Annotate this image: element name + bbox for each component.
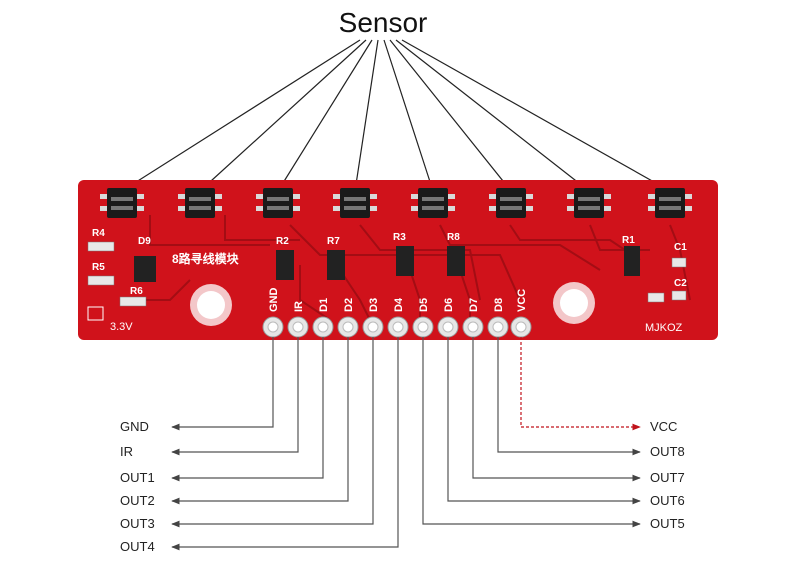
- ic-chip-2: [327, 250, 345, 280]
- pin-labels: GND IR D1 D2 D3 D4 D5 D6 D7 D8 VCC: [268, 288, 528, 313]
- output-wires: [171, 337, 641, 551]
- silk-label-r8: R8: [447, 232, 460, 243]
- ic-chip-1: [276, 250, 294, 280]
- output-label-out3: OUT3: [120, 516, 155, 531]
- ir-sensor: [100, 188, 144, 218]
- silk-label-d9: D9: [138, 236, 151, 247]
- wire-out5: [422, 337, 641, 528]
- pin-label-vcc: VCC: [516, 289, 528, 312]
- ir-sensor: [333, 188, 377, 218]
- silk-label-r3: R3: [393, 232, 406, 243]
- sensor-pointer-line: [383, 39, 434, 192]
- wire-out2: [171, 337, 349, 505]
- sensor-pointer-line: [389, 39, 512, 192]
- silk-label-r4: R4: [92, 228, 105, 239]
- pin-label-d5: D5: [418, 298, 430, 312]
- silk-label-c2: C2: [674, 278, 687, 289]
- ic-chip-5: [624, 246, 640, 276]
- brand-label: MJKOZ: [645, 322, 683, 334]
- wire-out8: [497, 337, 641, 456]
- silk-label-r1: R1: [622, 235, 635, 246]
- silk-label-r6: R6: [130, 286, 143, 297]
- ir-sensor: [648, 188, 692, 218]
- sensor-pointer-line: [121, 39, 361, 192]
- smd-parts: [87, 241, 687, 307]
- ir-sensor: [256, 188, 300, 218]
- transistor-d9: [134, 256, 156, 282]
- output-label-ir: IR: [120, 444, 133, 459]
- wire-out6: [447, 337, 641, 505]
- output-label-out1: OUT1: [120, 470, 155, 485]
- ir-sensor: [489, 188, 533, 218]
- silk-label-c1: C1: [674, 242, 687, 253]
- module-label: 8路寻线模块: [172, 251, 240, 266]
- pin-label-d6: D6: [443, 298, 455, 312]
- output-label-out8: OUT8: [650, 444, 685, 459]
- sensor-pointer-line: [199, 39, 367, 192]
- silk-label-r5: R5: [92, 262, 105, 273]
- voltage-label: 3.3V: [110, 321, 133, 333]
- wire-ir: [171, 337, 299, 456]
- pin-label-d4: D4: [393, 297, 405, 312]
- pin-label-gnd: GND: [268, 288, 280, 313]
- wire-gnd: [171, 337, 274, 431]
- wire-out3: [171, 337, 374, 528]
- pin-label-d3: D3: [368, 298, 380, 312]
- silk-label-r2: R2: [276, 236, 289, 247]
- output-label-out2: OUT2: [120, 493, 155, 508]
- voltage-marker-box: [87, 306, 104, 321]
- ir-sensor: [178, 188, 222, 218]
- ic-chip-4: [447, 246, 465, 276]
- pin-label-d1: D1: [318, 298, 330, 312]
- ic-chip-3: [396, 246, 414, 276]
- sensor-pointer-line: [354, 39, 379, 192]
- output-label-out5: OUT5: [650, 516, 685, 531]
- pin-label-d8: D8: [493, 298, 505, 312]
- ir-sensor: [411, 188, 455, 218]
- sensor-title: Sensor: [339, 7, 428, 38]
- pin-label-d2: D2: [343, 298, 355, 312]
- pin-header: [262, 316, 532, 338]
- mounting-hole-right: [553, 282, 595, 324]
- sensor-array: [100, 188, 692, 218]
- wire-out1: [171, 337, 324, 482]
- wire-out4: [171, 337, 399, 551]
- output-label-out6: OUT6: [650, 493, 685, 508]
- output-label-vcc: VCC: [650, 419, 677, 434]
- output-label-out4: OUT4: [120, 539, 155, 554]
- sensor-pointer-line: [395, 39, 590, 192]
- sensor-pointer-line: [401, 39, 671, 192]
- output-label-out7: OUT7: [650, 470, 685, 485]
- pin-label-d7: D7: [468, 298, 480, 312]
- wire-vcc: [520, 337, 641, 431]
- silk-label-r7: R7: [327, 236, 340, 247]
- sensor-pointer-line: [277, 39, 373, 192]
- pin-label-ir: IR: [293, 301, 305, 312]
- sensor-pointer-lines: [121, 39, 671, 192]
- output-label-gnd: GND: [120, 419, 149, 434]
- wire-out7: [472, 337, 641, 482]
- mounting-hole-left: [190, 284, 232, 326]
- ir-sensor: [567, 188, 611, 218]
